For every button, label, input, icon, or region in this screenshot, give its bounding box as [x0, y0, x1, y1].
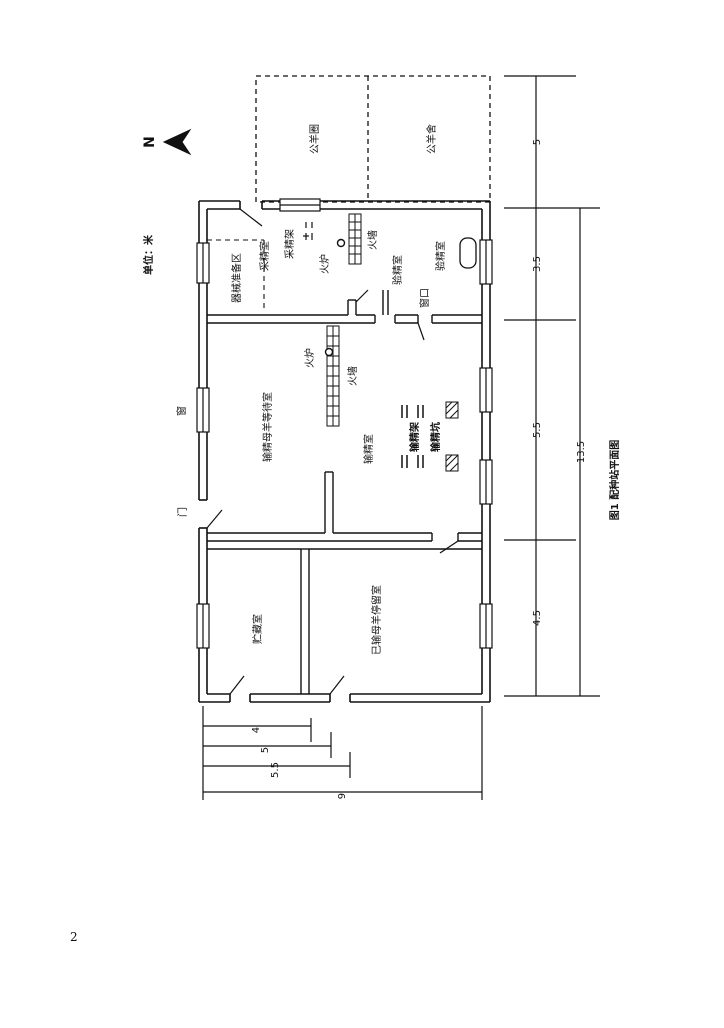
interior-walls — [207, 290, 482, 694]
window-label: 窗 — [175, 406, 188, 416]
insemination-pit-icon — [445, 401, 459, 472]
ram-pen-label: 公羊圈 — [308, 124, 321, 154]
stove-lower-label: 火炉 — [304, 348, 316, 368]
stove-upper-icon — [336, 238, 346, 248]
fire-wall-lower — [326, 325, 340, 427]
unit-label: 单位：米 — [142, 234, 155, 275]
door-label: 门 — [176, 507, 189, 517]
fire-wall-lower-label: 火墙 — [346, 366, 359, 386]
semen-collection-label: 采精室 — [258, 241, 271, 271]
bottom-dimension-lines — [202, 706, 483, 800]
insemination-pit-label: 输精坑 — [429, 422, 442, 452]
insemination-label: 输精室 — [362, 434, 375, 464]
inseminated-ewes-label: 已输母羊停留室 — [370, 585, 383, 655]
collection-rack-label: 采精架 — [283, 229, 296, 259]
semen-test-upper-label: 验精室 — [434, 241, 447, 271]
dim-right-5: 5 — [532, 139, 543, 145]
dim-bottom-9: 9 — [337, 793, 348, 799]
ram-enclosure — [255, 75, 491, 203]
dim-bottom-5-5: 5.5 — [270, 762, 281, 778]
equipment-prep-label: 器械准备区 — [230, 253, 243, 303]
window-opening-label: 窗口 — [418, 288, 431, 308]
dim-bottom-4: 4 — [251, 727, 262, 733]
plan-labels: 单位：米 N 公羊圈 公羊舍 器械准备区 采精室 采精架 火炉 火墙 验精室 验… — [142, 124, 621, 655]
fire-wall-upper-label: 火墙 — [366, 230, 379, 250]
dim-right-4-5: 4.5 — [532, 610, 543, 626]
stove-icons — [324, 238, 346, 357]
stove-lower-icon — [324, 347, 334, 357]
insemination-rack-icon — [401, 405, 424, 468]
testing-sink-icon — [459, 237, 477, 269]
waiting-ewes-label: 输精母羊等待室 — [261, 392, 274, 462]
ram-house-label: 公羊舍 — [425, 124, 438, 154]
right-dimension-lines — [504, 75, 600, 697]
figure-caption: 图1 配种站平面图 — [608, 440, 621, 520]
north-label: N — [142, 136, 158, 148]
north-arrow-icon — [162, 128, 192, 156]
fire-wall-upper — [348, 213, 362, 265]
dimension-labels: 5 3.5 5.5 4.5 13.5 4 5 5.5 9 — [251, 139, 587, 799]
door-swings — [206, 208, 459, 695]
collection-rack-icon — [303, 222, 313, 240]
dim-right-13-5: 13.5 — [576, 441, 587, 463]
dim-bottom-5: 5 — [260, 747, 271, 753]
storage-label: 贮藏室 — [251, 614, 264, 644]
dim-right-3-5: 3.5 — [532, 256, 543, 272]
insemination-rack-label: 输精架 — [408, 422, 421, 452]
equipment-prep-boundary — [207, 239, 265, 312]
stove-upper-label: 火炉 — [319, 254, 331, 274]
page-number: 2 — [70, 930, 78, 944]
windows — [196, 198, 493, 649]
dim-right-5-5: 5.5 — [532, 422, 543, 438]
semen-testing-label: 验精室 — [391, 255, 404, 285]
